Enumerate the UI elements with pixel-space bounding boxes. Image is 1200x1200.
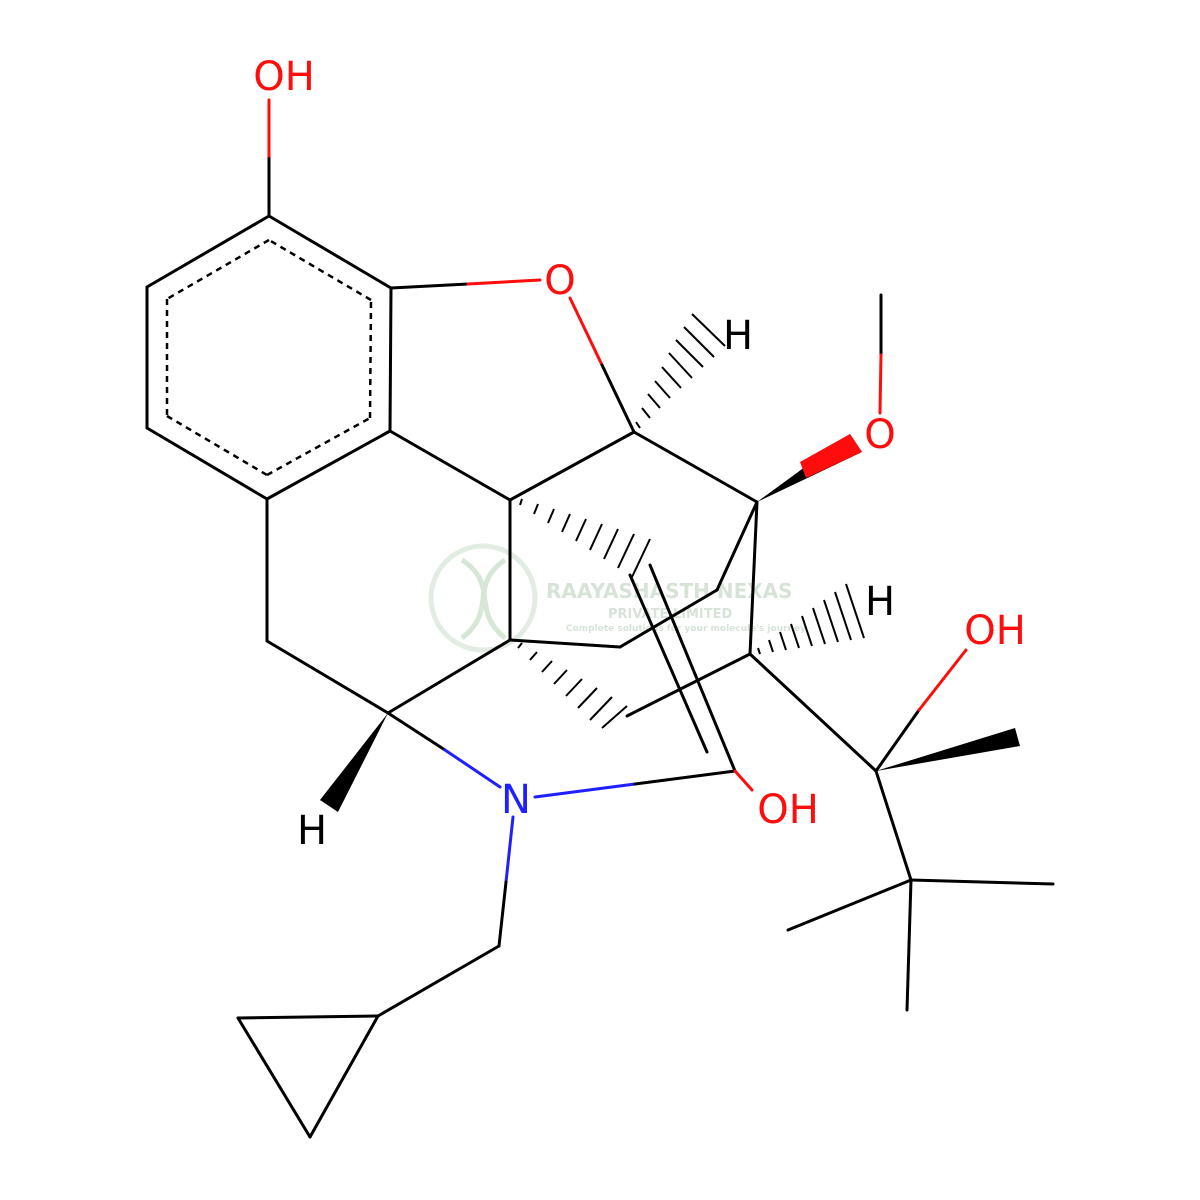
watermark-tagline: Complete solutions for your molecule's j… — [566, 624, 806, 634]
hash-h-top — [635, 313, 726, 429]
atom-label-o-methoxy: O — [864, 412, 895, 458]
wedge-methyl — [876, 728, 1020, 771]
hash-upper-bridge — [519, 498, 651, 578]
atom-label-h-top: H — [723, 313, 753, 359]
aromatic-ring — [145, 214, 393, 501]
hash-lower-bridge — [517, 642, 628, 729]
atom-label-oh-right: OH — [964, 608, 1026, 654]
wedge-h-left — [320, 713, 388, 812]
watermark-logo — [428, 543, 538, 653]
atom-label-n: N — [501, 777, 531, 823]
watermark-helix-icon — [460, 557, 507, 640]
watermark-title: RAAYASHASTH NEXAS — [546, 579, 793, 603]
atom-label-oh-top: OH — [253, 54, 315, 100]
atom-label-h-left: H — [297, 808, 327, 854]
hash-h-right — [757, 583, 865, 655]
atom-label-h-right: H — [865, 579, 895, 625]
atom-label-o-ring: O — [544, 258, 575, 304]
atom-label-oh-mid: OH — [757, 787, 819, 833]
wedge-methoxy-red — [800, 434, 862, 478]
